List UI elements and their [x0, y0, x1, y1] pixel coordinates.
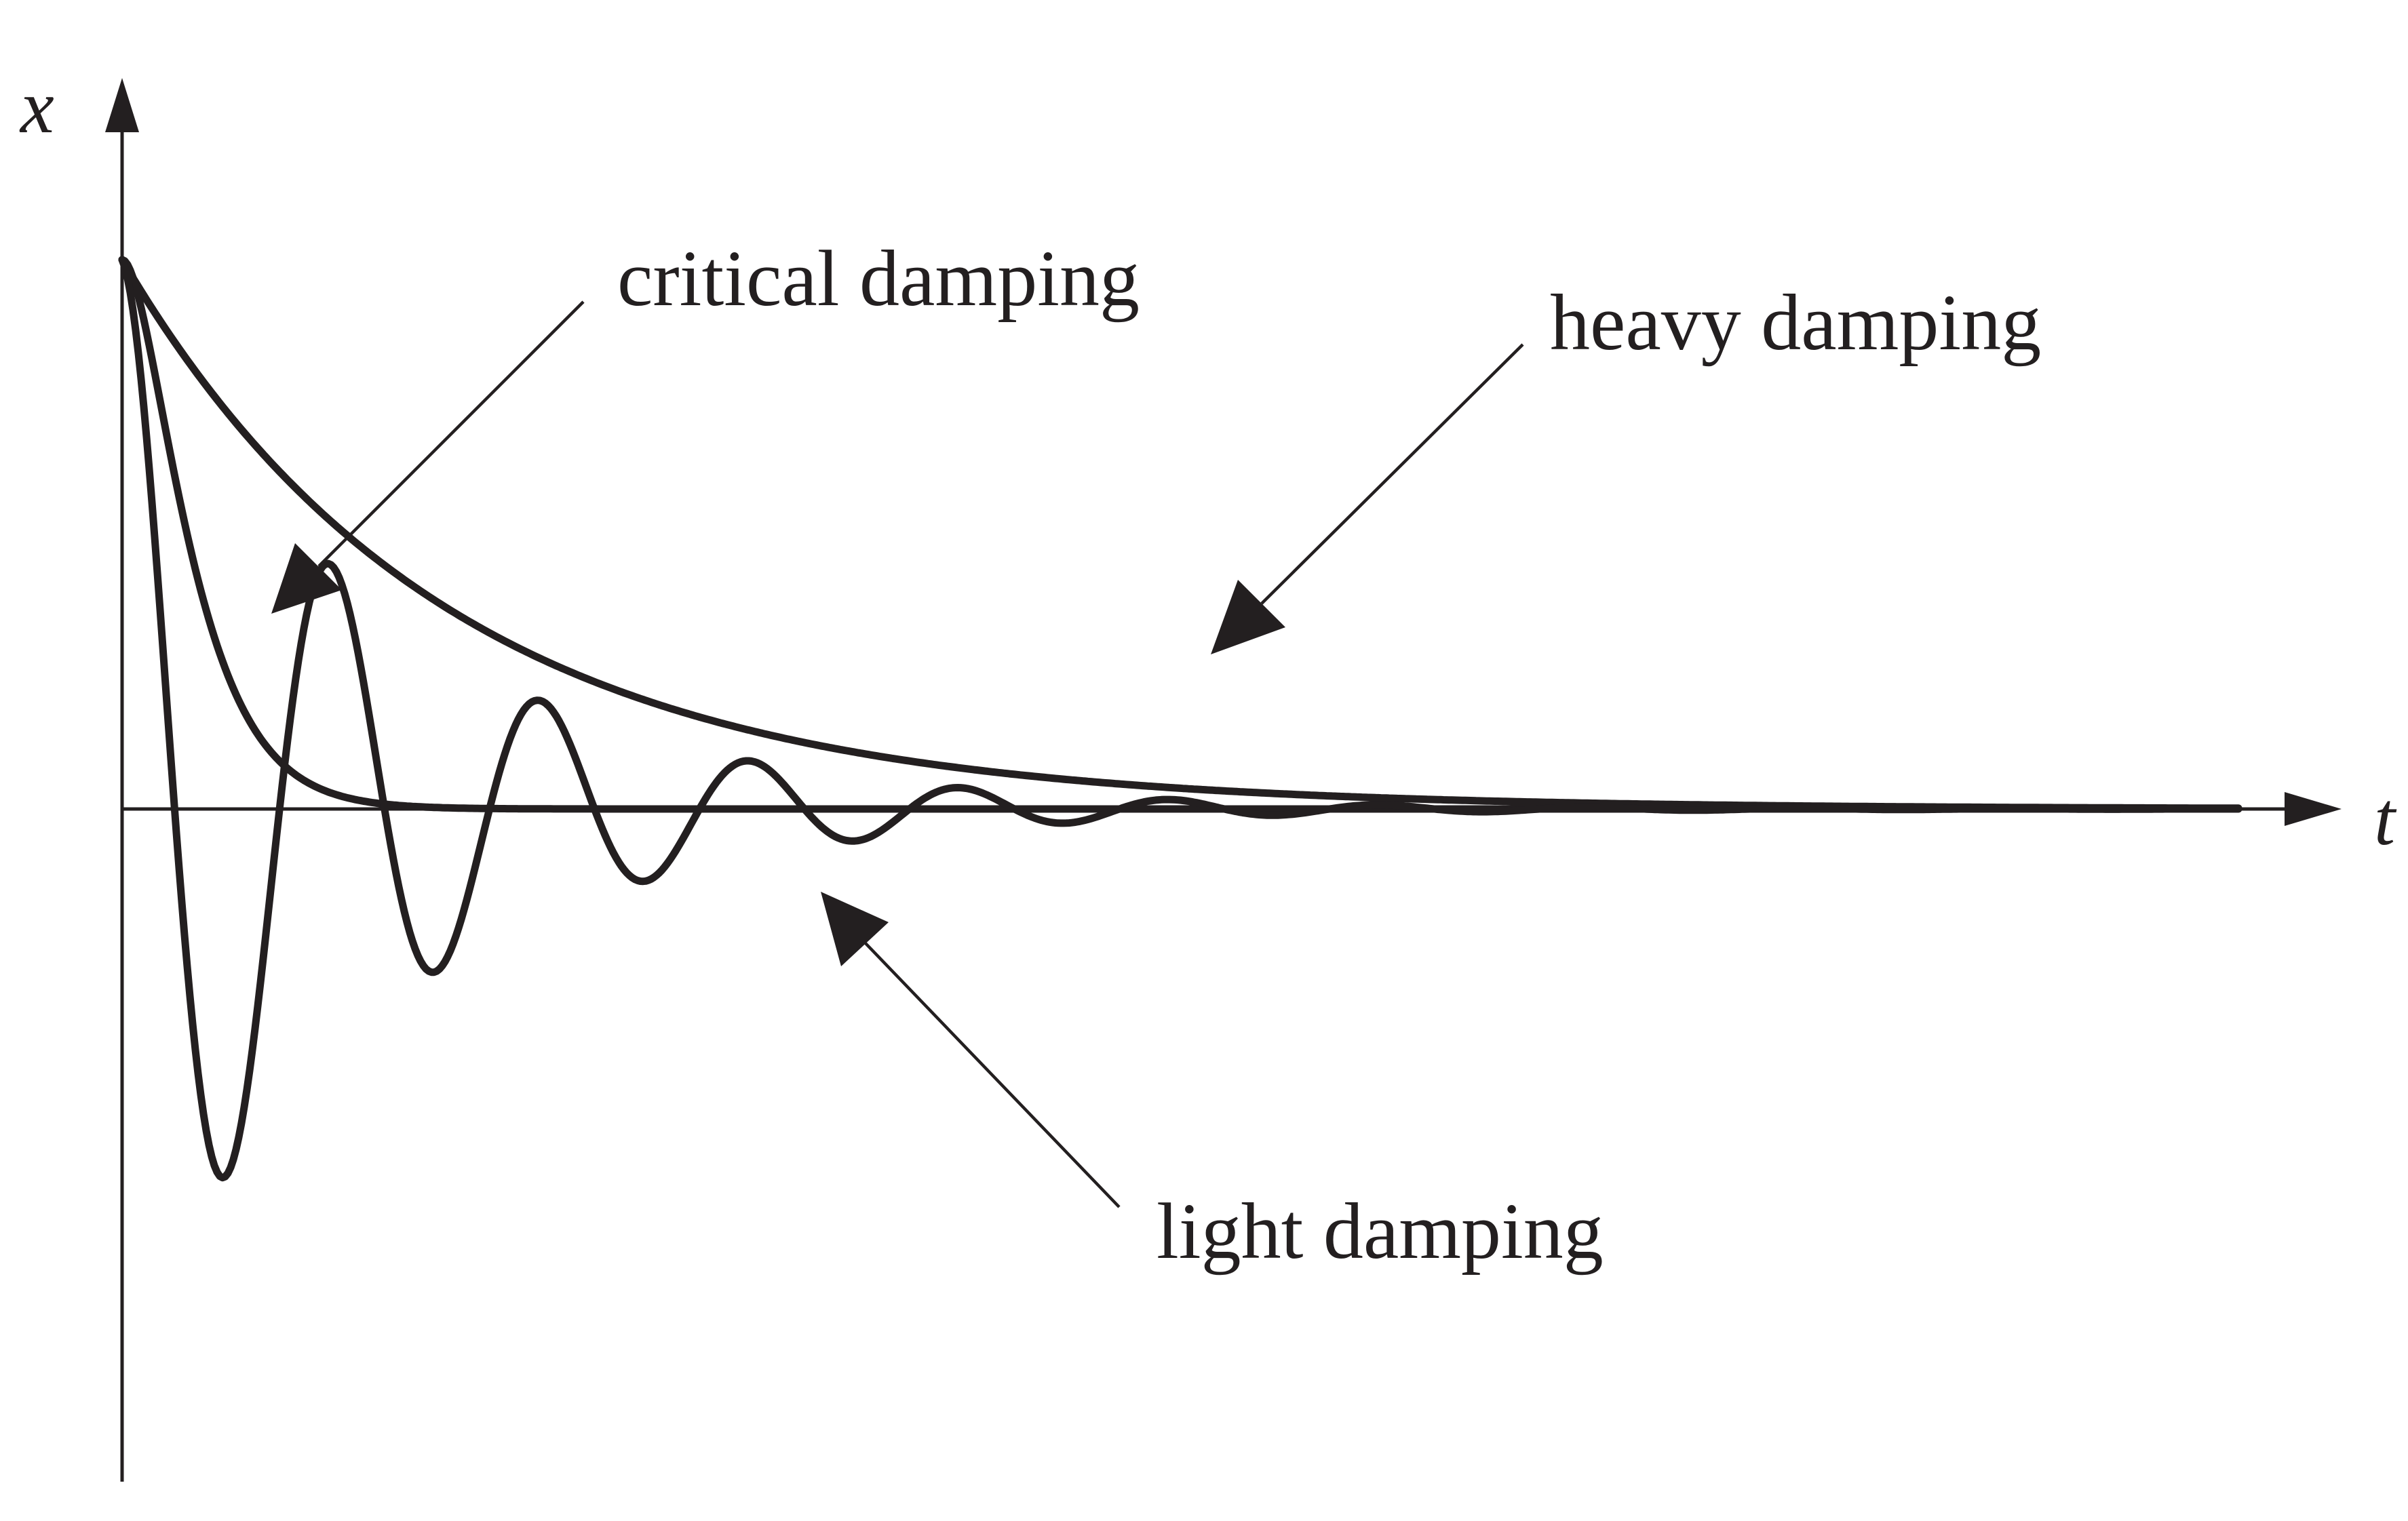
x-axis-label: x: [19, 65, 54, 149]
light-damping-label: light damping: [1157, 1187, 1604, 1276]
heavy-damping-leader: [1260, 343, 1524, 605]
t-axis-label: t: [2374, 777, 2397, 861]
light-damping-leader: [863, 941, 1121, 1208]
heavy-damping-arrowhead: [1211, 580, 1285, 654]
critical-damping-label: critical damping: [617, 234, 1140, 323]
light-damping-curve: [118, 256, 2242, 1182]
x-axis-arrowhead: [105, 78, 139, 132]
light-damping-arrowhead: [821, 892, 889, 966]
t-axis-arrowhead: [2285, 792, 2342, 826]
critical-damping-leader: [317, 300, 585, 568]
heavy-damping-label: heavy damping: [1550, 278, 2041, 367]
critical-damping-arrowhead: [271, 543, 342, 614]
